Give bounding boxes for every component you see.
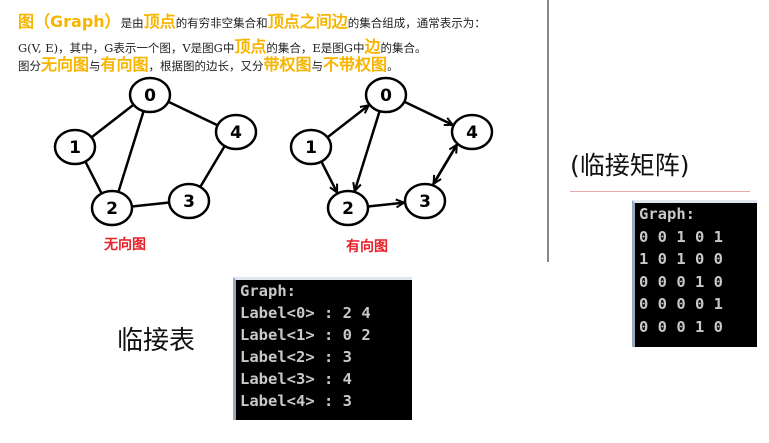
undirected-edge — [91, 103, 135, 138]
highlight-term: 带权图 — [263, 55, 312, 74]
intro-text: G(V, E)，其中，G表示一个图，V是图G中 — [18, 41, 235, 55]
highlight-term: 不带权图 — [323, 55, 388, 74]
intro-text: 的集合组成，通常表示为： — [347, 16, 486, 30]
console-header: Graph: — [639, 205, 695, 223]
intro-text: 的集合。 — [380, 41, 427, 55]
highlight-term: 顶点 — [143, 12, 176, 31]
directed-node-label: 0 — [380, 86, 392, 106]
adj-matrix-title: (临接矩阵) — [570, 151, 690, 180]
undirected-node-label: 1 — [69, 138, 81, 158]
directed-node — [364, 76, 408, 114]
list-row: Label<4> : 3 — [240, 392, 352, 410]
highlight-term: 顶点之间边 — [267, 12, 348, 31]
adj-list-title: 临接表 — [117, 326, 196, 356]
directed-node — [450, 113, 494, 151]
directed-edge — [367, 203, 404, 207]
matrix-row: 0 0 0 0 1 — [639, 295, 723, 313]
directed-edge — [434, 143, 459, 184]
directed-node-label: 4 — [466, 123, 478, 143]
intro-text: 的有穷非空集合和 — [175, 16, 268, 30]
list-row: Label<3> : 4 — [240, 370, 352, 388]
directed-edge — [320, 160, 339, 193]
intro-text: 与 — [89, 59, 101, 73]
highlight-term: 边 — [364, 37, 381, 56]
list-row: Label<1> : 0 2 — [240, 326, 371, 344]
directed-node-label: 2 — [342, 199, 354, 219]
directed-node — [326, 189, 370, 227]
matrix-row: 1 0 1 0 0 — [639, 250, 723, 268]
directed-edge — [355, 110, 381, 191]
list-row: Label<2> : 3 — [240, 348, 352, 366]
undirected-node — [214, 113, 258, 151]
undirected-node — [90, 189, 134, 227]
intro-text: ，根据图的边长，又分 — [148, 59, 264, 73]
undirected-edge — [84, 160, 103, 194]
undirected-caption: 无向图 — [104, 237, 146, 253]
directed-node-label: 1 — [305, 138, 317, 158]
intro-line-1: 图（Graph）是由顶点的有穷非空集合和顶点之间边的集合组成，通常表示为： — [18, 8, 486, 32]
matrix-row: 0 0 0 1 0 — [639, 272, 723, 291]
adj-matrix-console: Graph: 0 0 1 0 1 1 0 1 0 0 0 0 0 1 0 0 0… — [632, 200, 757, 347]
undirected-edge — [131, 201, 169, 208]
directed-caption: 有向图 — [346, 239, 388, 255]
highlight-term: 图（Graph） — [18, 12, 121, 31]
list-row: Label<0> : 2 4 — [240, 304, 371, 322]
console-header: Graph: — [240, 282, 296, 300]
highlight-term: 顶点 — [234, 37, 267, 56]
adj-list-console: Graph: Label<0> : 2 4 Label<1> : 0 2 Lab… — [233, 277, 412, 420]
undirected-node — [53, 128, 97, 166]
intro-text: 。 — [387, 59, 399, 73]
undirected-node-label: 4 — [230, 123, 242, 143]
undirected-node-label: 0 — [144, 86, 156, 106]
directed-edge — [403, 100, 452, 125]
intro-line-2: G(V, E)，其中，G表示一个图，V是图G中顶点的集合，E是图G中边的集合。 — [18, 33, 426, 57]
undirected-node-label: 2 — [106, 199, 118, 219]
undirected-edge — [167, 100, 218, 127]
undirected-edge — [199, 146, 226, 188]
undirected-node-label: 3 — [183, 192, 195, 212]
matrix-row: 0 0 0 1 0 — [639, 317, 723, 336]
intro-line-3: 图分无向图与有向图，根据图的边长，又分带权图与不带权图。 — [18, 51, 399, 75]
directed-edge — [326, 105, 368, 139]
matrix-row: 0 0 1 0 1 — [639, 227, 723, 246]
title-underline — [570, 191, 750, 192]
highlight-term: 无向图 — [41, 55, 90, 74]
intro-text: 图分 — [18, 59, 41, 73]
highlight-term: 有向图 — [100, 55, 149, 74]
intro-text: 与 — [311, 59, 324, 73]
directed-node — [289, 128, 333, 166]
undirected-edge — [117, 110, 145, 192]
intro-text: 的集合，E是图G中 — [266, 41, 365, 55]
directed-node — [403, 182, 447, 220]
undirected-node — [167, 182, 211, 220]
directed-node-label: 3 — [419, 192, 431, 212]
divider — [547, 0, 549, 262]
undirected-node — [128, 76, 172, 114]
intro-text: 是由 — [120, 16, 144, 30]
